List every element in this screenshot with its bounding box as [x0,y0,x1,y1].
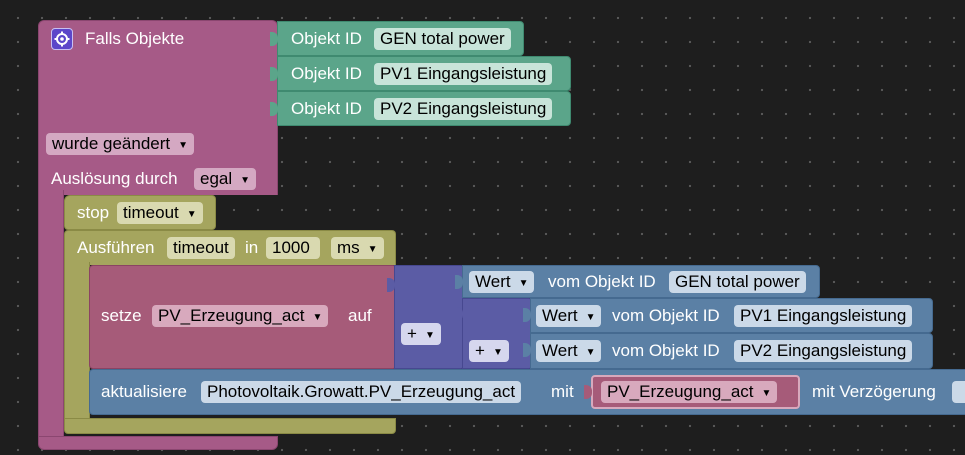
value-mode-dropdown[interactable]: Wert ▼ [536,305,602,327]
value-getter-block-1[interactable]: Wert ▼ vom Objekt ID GEN total power [455,265,820,298]
aktualisiere-label: aktualisiere [101,382,187,401]
update-block[interactable]: aktualisiere Photovoltaik.Growatt.PV_Erz… [89,369,965,415]
connector-nub [270,67,278,81]
setze-variable-dropdown[interactable]: PV_Erzeugung_act ▼ [152,305,329,327]
value-mode-value: Wert [475,272,511,291]
math-operator-value: + [475,341,485,360]
value-mode-value: Wert [542,341,578,360]
stop-timer-value: timeout [123,203,179,222]
update-target-field[interactable]: Photovoltaik.Growatt.PV_Erzeugung_act [201,381,522,403]
vom-objekt-label: vom Objekt ID [548,272,656,291]
connector-nub [270,32,278,46]
object-id-block-2[interactable]: Objekt ID PV1 Eingangsleistung [270,56,571,91]
timeout-block-footer [64,418,396,434]
trigger-block[interactable] [38,20,278,195]
value-getter-block-2[interactable]: Wert ▼ vom Objekt ID PV1 Eingangsleistung [523,298,933,333]
math-operator-dropdown[interactable]: +▼ [469,340,509,362]
connector-nub [523,308,531,322]
objekt-id-label: Objekt ID [291,64,362,83]
value-object-field[interactable]: PV1 Eingangsleistung [734,305,913,327]
chevron-down-icon: ▼ [240,175,251,186]
chevron-down-icon: ▼ [424,330,435,341]
value-mode-value: Wert [542,306,578,325]
chevron-down-icon: ▼ [186,209,197,220]
timeout-block[interactable]: Ausführen timeout in 1000 ms ▼ [64,230,396,265]
setze-variable-value: PV_Erzeugung_act [158,306,305,325]
object-id-block-3[interactable]: Objekt ID PV2 Eingangsleistung [270,91,571,126]
chevron-down-icon: ▼ [367,244,378,255]
unit-dropdown[interactable]: ms ▼ [331,237,384,259]
connector-nub [523,343,531,357]
update-variable-dropdown[interactable]: PV_Erzeugung_act ▼ [601,381,778,403]
chevron-down-icon: ▼ [585,312,596,323]
timeout-timer-field[interactable]: timeout [167,237,235,259]
chevron-down-icon: ▼ [585,347,596,358]
trigger-block-spine [38,190,64,440]
mit-verzoegerung-label: mit Verzögerung [812,382,936,401]
gear-icon[interactable] [51,28,73,50]
ausloesung-label: Auslösung durch [51,169,178,188]
trigger-block-footer [38,436,278,450]
auf-label: auf [348,306,372,325]
ausloesung-value: egal [200,169,233,188]
timeout-block-spine [64,262,90,422]
object-id-field[interactable]: PV2 Eingangsleistung [374,98,553,120]
connector-nub [387,278,395,292]
trigger-title: Falls Objekte [85,29,185,48]
stop-timer-dropdown[interactable]: timeout ▼ [117,202,203,224]
value-mode-dropdown[interactable]: Wert ▼ [469,271,535,293]
vom-objekt-label: vom Objekt ID [612,306,720,325]
change-mode-dropdown[interactable]: wurde geändert ▼ [46,133,195,155]
value-mode-dropdown[interactable]: Wert ▼ [536,340,602,362]
change-mode-value: wurde geändert [52,134,171,153]
stop-timeout-block[interactable]: stop timeout ▼ [64,195,216,230]
value-object-field[interactable]: GEN total power [669,271,806,293]
math-operator-dropdown[interactable]: +▼ [401,323,441,345]
update-variable-value: PV_Erzeugung_act [607,382,754,401]
delay-toggle[interactable] [952,381,965,403]
ausloesung-dropdown[interactable]: egal ▼ [194,168,257,190]
chevron-down-icon: ▼ [492,347,503,358]
delay-field[interactable]: 1000 [266,237,320,259]
unit-value: ms [337,238,360,257]
objekt-id-label: Objekt ID [291,29,362,48]
math-add-block-inner[interactable]: +▼ [455,298,533,369]
connector-nub [455,307,463,321]
variable-reporter-block[interactable]: PV_Erzeugung_act ▼ [584,375,800,409]
vom-objekt-label: vom Objekt ID [612,341,720,360]
ausfuehren-label: Ausführen [77,238,155,257]
chevron-down-icon: ▼ [518,278,529,289]
connector-nub [455,275,463,289]
stop-label: stop [77,203,110,222]
math-add-block-outer[interactable]: +▼ [387,265,465,369]
objekt-id-label: Objekt ID [291,99,362,118]
value-object-field[interactable]: PV2 Eingangsleistung [734,340,913,362]
in-label: in [245,238,259,257]
setze-label: setze [101,306,142,325]
chevron-down-icon: ▼ [312,312,323,323]
value-getter-block-3[interactable]: Wert ▼ vom Objekt ID PV2 Eingangsleistung [523,333,933,369]
setze-block[interactable]: setze PV_Erzeugung_act ▼ auf [89,265,397,369]
connector-nub [270,102,278,116]
math-operator-value: + [407,324,417,343]
chevron-down-icon: ▼ [178,140,189,151]
object-id-field[interactable]: PV1 Eingangsleistung [374,63,553,85]
connector-nub [584,385,592,399]
object-id-block-1[interactable]: Objekt ID GEN total power [270,21,524,56]
object-id-field[interactable]: GEN total power [374,28,511,50]
chevron-down-icon: ▼ [761,388,772,399]
mit-label: mit [551,382,574,401]
